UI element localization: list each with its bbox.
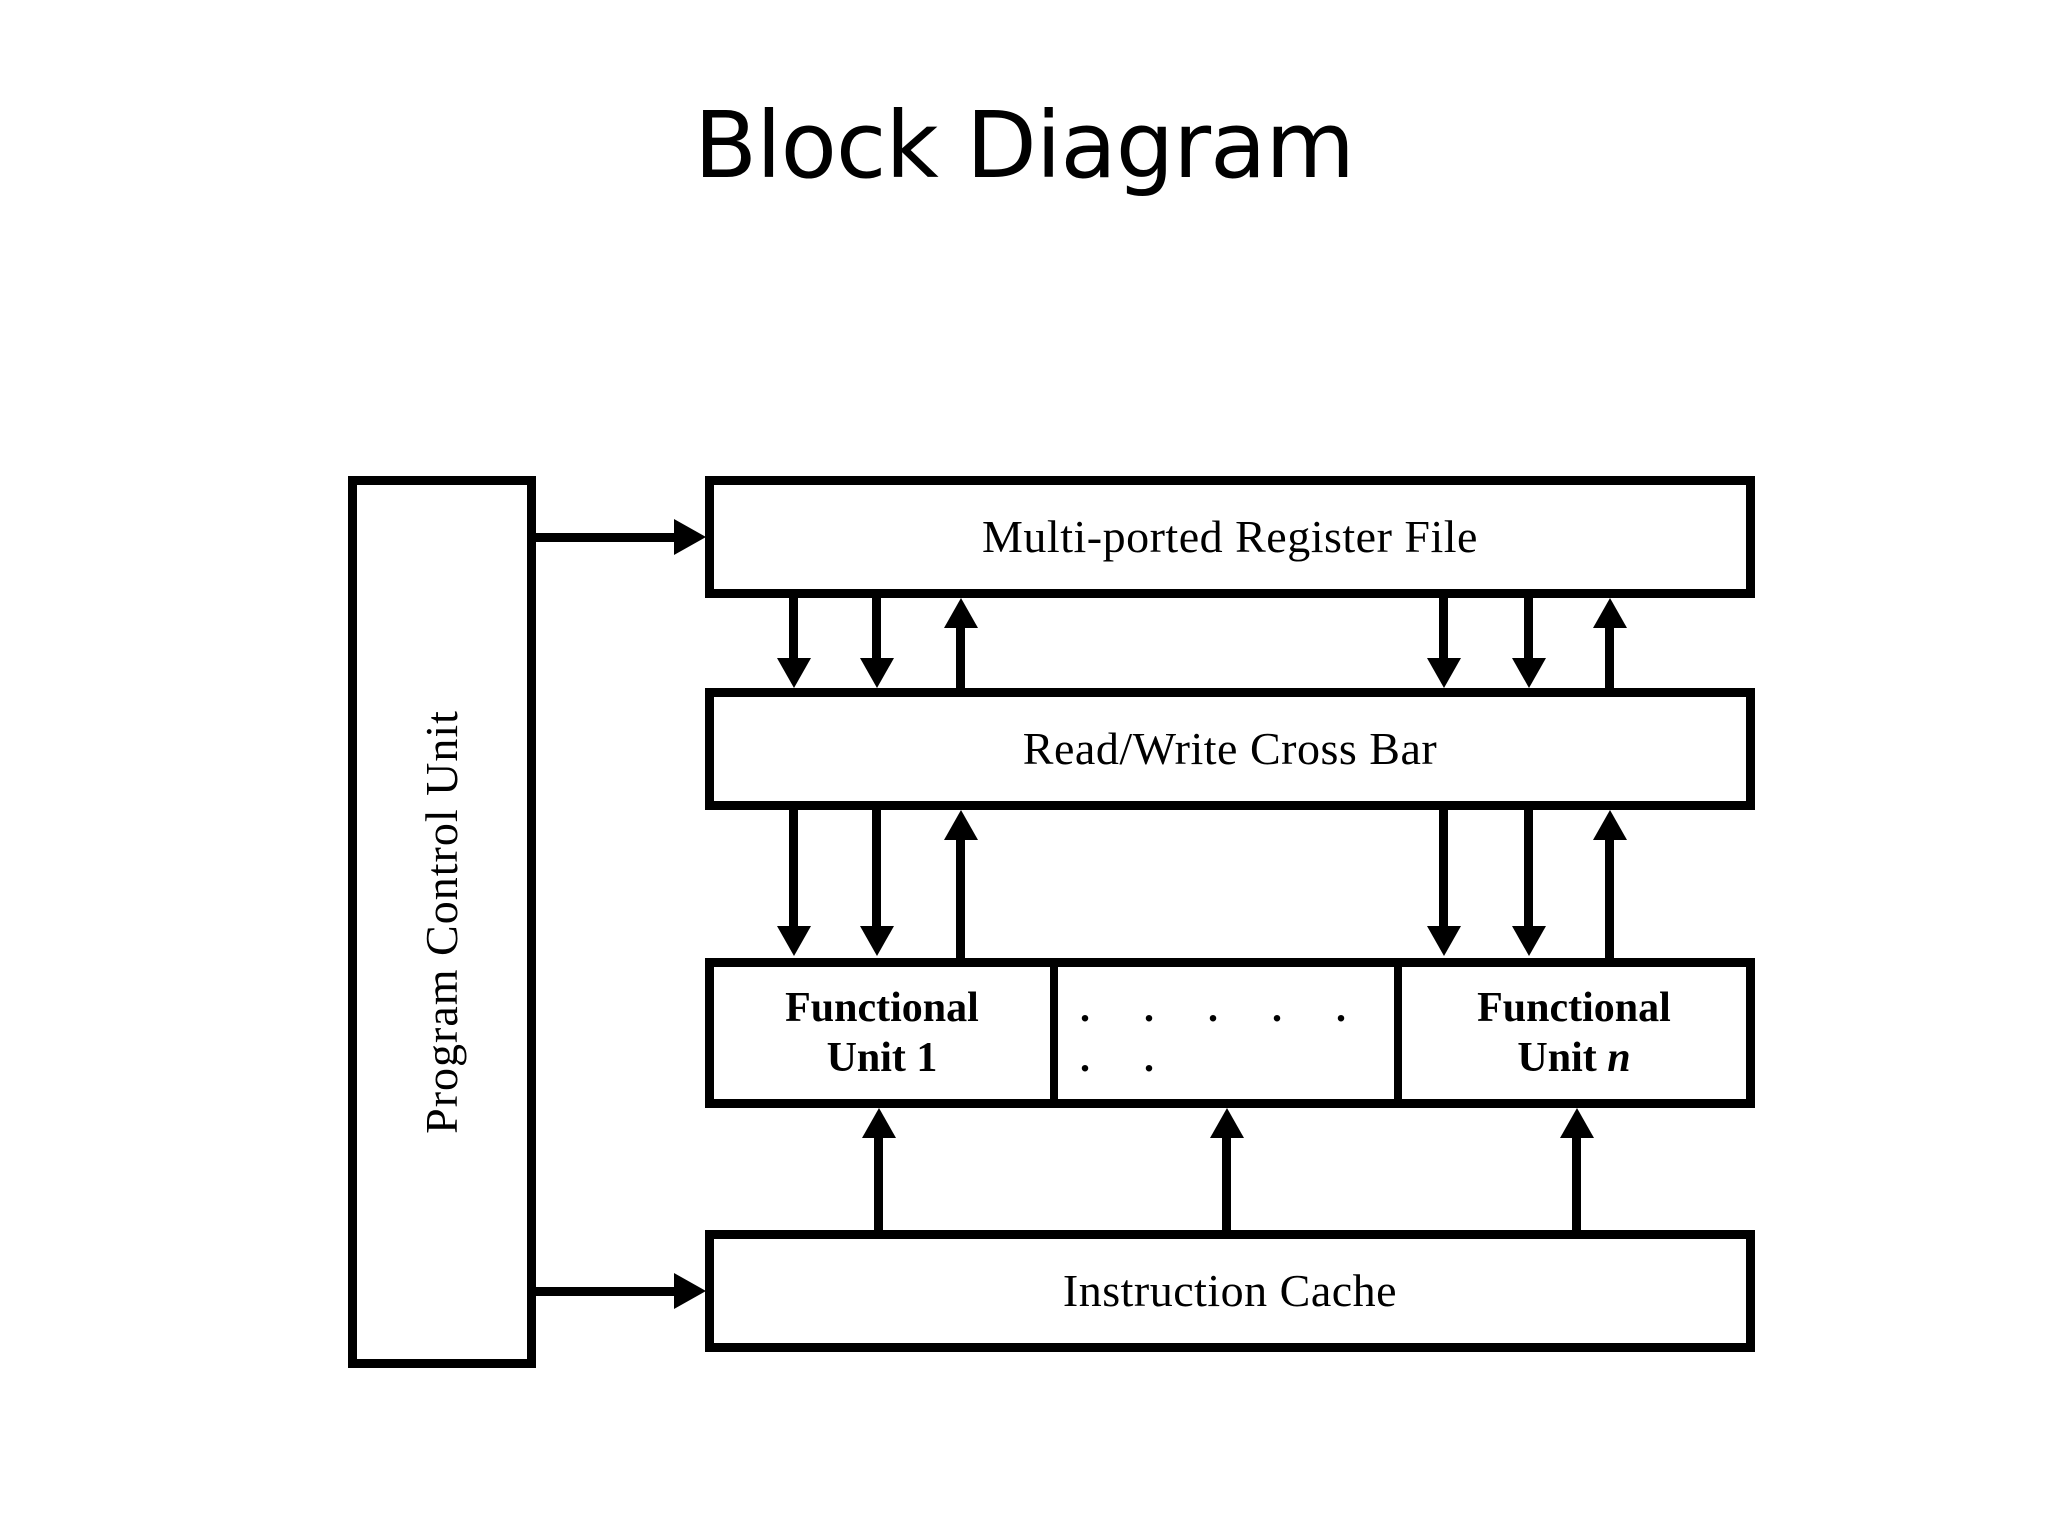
block-functional-unit-row: Functional Unit 1 . . . . . . . Function… bbox=[705, 958, 1755, 1108]
block-read-write-cross-bar[interactable]: Read/Write Cross Bar bbox=[705, 688, 1755, 810]
connector-crossbar-to-fu-down-1-line bbox=[789, 810, 798, 928]
connector-crossbar-to-regfile-up-2-line bbox=[1605, 628, 1614, 688]
connector-regfile-to-crossbar-down-1-arrowhead bbox=[777, 658, 811, 688]
connector-fu-to-crossbar-up-1-arrowhead bbox=[944, 810, 978, 840]
cell-functional-unit-ellipsis: . . . . . . . bbox=[1058, 967, 1402, 1099]
connector-pcu-to-icache-line bbox=[536, 1287, 676, 1296]
connector-regfile-to-crossbar-down-4-arrowhead bbox=[1512, 658, 1546, 688]
connector-pcu-to-icache-arrowhead bbox=[674, 1273, 706, 1309]
connector-crossbar-to-fu-down-4-line bbox=[1524, 810, 1533, 928]
functional-unit-n-prefix: Unit bbox=[1517, 1035, 1608, 1081]
functional-unit-n-index: n bbox=[1607, 1035, 1631, 1081]
connector-pcu-to-regfile-arrowhead bbox=[674, 519, 706, 555]
multi-ported-register-file-label: Multi-ported Register File bbox=[982, 511, 1478, 562]
cell-functional-unit-n[interactable]: Functional Unit n bbox=[1402, 967, 1746, 1099]
connector-regfile-to-crossbar-down-3-line bbox=[1439, 598, 1448, 660]
connector-fu-to-crossbar-up-1-line bbox=[956, 840, 965, 958]
connector-regfile-to-crossbar-down-2-arrowhead bbox=[860, 658, 894, 688]
connector-crossbar-to-fu-down-3-arrowhead bbox=[1427, 926, 1461, 956]
connector-crossbar-to-fu-down-2-line bbox=[872, 810, 881, 928]
connector-icache-to-fu-up-2-arrowhead bbox=[1210, 1108, 1244, 1138]
connector-crossbar-to-fu-down-2-arrowhead bbox=[860, 926, 894, 956]
connector-regfile-to-crossbar-down-2-line bbox=[872, 598, 881, 660]
connector-regfile-to-crossbar-down-3-arrowhead bbox=[1427, 658, 1461, 688]
connector-fu-to-crossbar-up-2-line bbox=[1605, 840, 1614, 958]
connector-icache-to-fu-up-3-line bbox=[1572, 1138, 1581, 1230]
connector-crossbar-to-regfile-up-2-arrowhead bbox=[1593, 598, 1627, 628]
connector-pcu-to-regfile-line bbox=[536, 533, 676, 542]
connector-fu-to-crossbar-up-2-arrowhead bbox=[1593, 810, 1627, 840]
connector-icache-to-fu-up-2-line bbox=[1222, 1138, 1231, 1230]
read-write-cross-bar-label: Read/Write Cross Bar bbox=[1022, 723, 1438, 774]
cell-functional-unit-1[interactable]: Functional Unit 1 bbox=[714, 967, 1058, 1099]
connector-crossbar-to-regfile-up-1-line bbox=[956, 628, 965, 688]
functional-unit-1-line2: Unit 1 bbox=[826, 1035, 938, 1081]
connector-icache-to-fu-up-1-line bbox=[874, 1138, 883, 1230]
connector-regfile-to-crossbar-down-1-line bbox=[789, 598, 798, 660]
functional-unit-n-line2: Unit n bbox=[1517, 1033, 1630, 1083]
connector-icache-to-fu-up-3-arrowhead bbox=[1560, 1108, 1594, 1138]
connector-crossbar-to-fu-down-3-line bbox=[1439, 810, 1448, 928]
instruction-cache-label: Instruction Cache bbox=[1062, 1265, 1398, 1316]
ellipsis-dots: . . . . . . . bbox=[1080, 985, 1368, 1080]
functional-unit-n-line1: Functional bbox=[1477, 985, 1671, 1031]
block-instruction-cache[interactable]: Instruction Cache bbox=[705, 1230, 1755, 1352]
connector-regfile-to-crossbar-down-4-line bbox=[1524, 598, 1533, 660]
program-control-unit-label: Program Control Unit bbox=[416, 710, 468, 1134]
functional-unit-1-line1: Functional bbox=[785, 985, 979, 1031]
block-program-control-unit[interactable]: Program Control Unit bbox=[348, 476, 536, 1368]
connector-crossbar-to-regfile-up-1-arrowhead bbox=[944, 598, 978, 628]
connector-icache-to-fu-up-1-arrowhead bbox=[862, 1108, 896, 1138]
connector-crossbar-to-fu-down-1-arrowhead bbox=[777, 926, 811, 956]
block-multi-ported-register-file[interactable]: Multi-ported Register File bbox=[705, 476, 1755, 598]
connector-crossbar-to-fu-down-4-arrowhead bbox=[1512, 926, 1546, 956]
page-title: Block Diagram bbox=[693, 92, 1355, 199]
